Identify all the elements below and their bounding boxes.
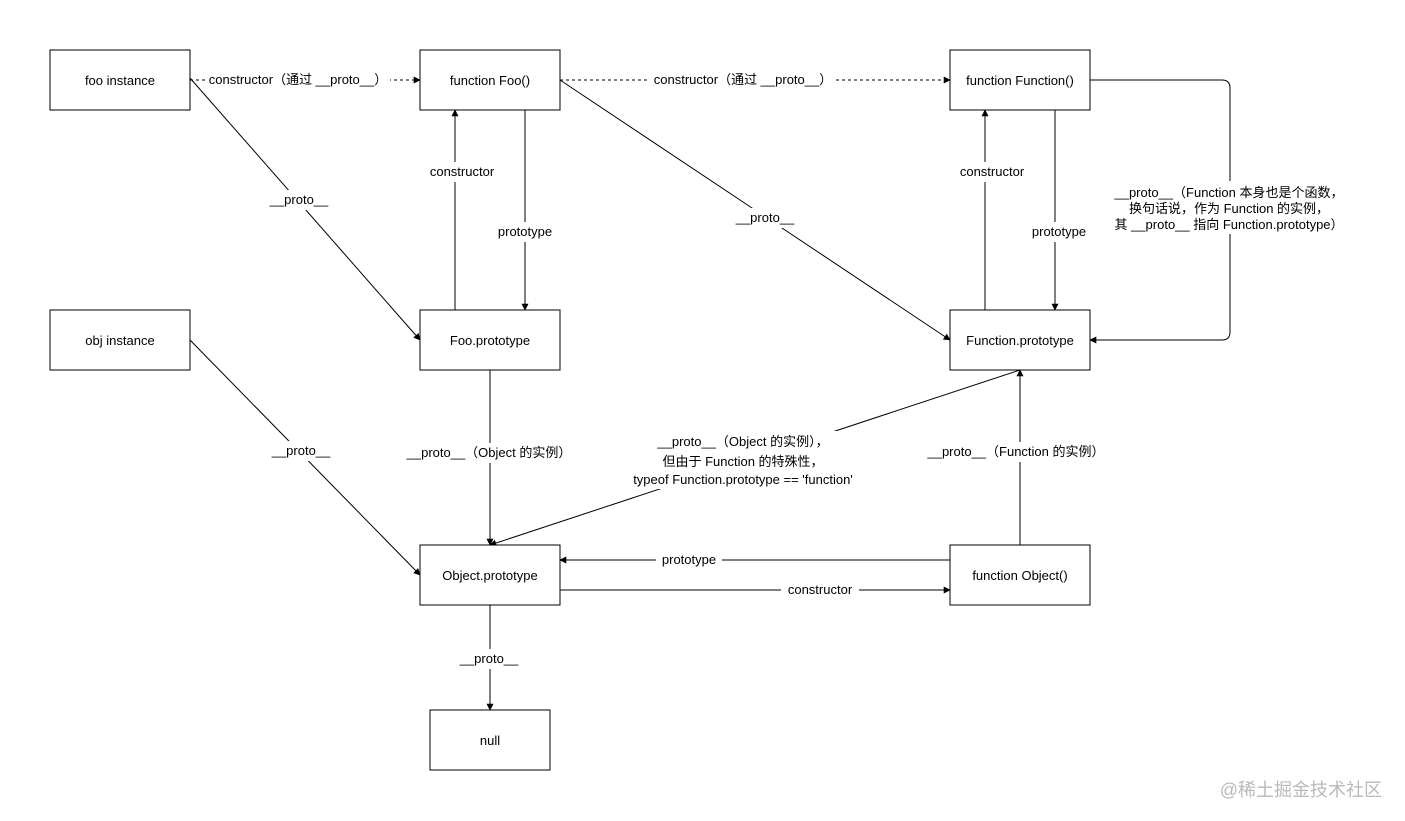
watermark-text: @稀土掘金技术社区: [1220, 780, 1382, 800]
label-foo-prototype-constructor-text: constructor: [430, 164, 495, 179]
label-foo-prototype-proto-text: __proto__（Object 的实例）: [406, 445, 572, 460]
node-object-prototype: Object.prototype: [419, 544, 561, 606]
node-function-prototype: Function.prototype: [949, 309, 1091, 371]
label-foo-instance-constructor-text: constructor（通过 __proto__）: [209, 72, 387, 87]
node-function-prototype-label: Function.prototype: [966, 333, 1074, 348]
label-object-prototype-proto-text: __proto__: [459, 651, 519, 666]
node-obj-instance: obj instance: [49, 309, 191, 371]
label-object-constructor-link: constructor: [781, 580, 859, 600]
label-function-prototype-proto: __proto__（Object 的实例）， 但由于 Function 的特殊性…: [618, 431, 868, 489]
label-object-constructor-link-text: constructor: [788, 582, 853, 597]
label-function-function-prototype: prototype: [1026, 222, 1092, 242]
node-function-function: function Function(): [949, 49, 1091, 111]
label-foo-prototype-proto: __proto__（Object 的实例）: [398, 443, 580, 463]
watermark: @稀土掘金技术社区: [1220, 780, 1382, 800]
label-foo-instance-constructor: constructor（通过 __proto__）: [205, 70, 390, 90]
label-foo-instance-proto: __proto__: [262, 190, 336, 210]
label-function-foo-prototype: prototype: [492, 222, 558, 242]
node-null: null: [429, 709, 551, 771]
node-function-object-label: function Object(): [972, 568, 1067, 583]
label-obj-instance-proto-text: __proto__: [271, 443, 331, 458]
label-function-function-prototype-text: prototype: [1032, 224, 1086, 239]
node-foo-prototype: Foo.prototype: [419, 309, 561, 371]
label-object-prototype-proto: __proto__: [452, 649, 526, 669]
label-function-self-proto: __proto__（Function 本身也是个函数， 换句话说，作为 Func…: [1103, 181, 1355, 234]
label-function-self-proto-line-2: 换句话说，作为 Function 的实例，: [1129, 201, 1329, 216]
node-function-function-label: function Function(): [966, 73, 1074, 88]
label-foo-instance-proto-text: __proto__: [269, 192, 329, 207]
label-function-foo-proto: __proto__: [728, 208, 802, 228]
label-function-self-proto-line-3: 其 __proto__ 指向 Function.prototype）: [1114, 217, 1343, 232]
label-function-foo-proto-text: __proto__: [735, 210, 795, 225]
label-function-foo-constructor: constructor（通过 __proto__）: [650, 70, 835, 90]
node-null-label: null: [480, 733, 500, 748]
label-function-prototype-constructor: constructor: [953, 162, 1031, 182]
label-obj-instance-proto: __proto__: [264, 441, 338, 461]
label-function-object-proto-text: __proto__（Function 的实例）: [926, 444, 1104, 459]
label-function-prototype-proto-line-1: __proto__（Object 的实例），: [656, 434, 828, 449]
node-obj-instance-label: obj instance: [85, 333, 154, 348]
label-function-prototype-proto-line-3: typeof Function.prototype == 'function': [633, 472, 853, 487]
label-object-prototype-link-text: prototype: [662, 552, 716, 567]
label-function-foo-prototype-text: prototype: [498, 224, 552, 239]
node-foo-prototype-label: Foo.prototype: [450, 333, 530, 348]
label-function-prototype-constructor-text: constructor: [960, 164, 1025, 179]
node-foo-instance: foo instance: [49, 49, 191, 111]
label-function-prototype-proto-line-2: 但由于 Function 的特殊性，: [662, 454, 823, 469]
label-object-prototype-link: prototype: [656, 550, 722, 570]
node-function-foo-label: function Foo(): [450, 73, 530, 88]
node-function-object: function Object(): [949, 544, 1091, 606]
label-foo-prototype-constructor: constructor: [423, 162, 501, 182]
label-function-foo-constructor-text: constructor（通过 __proto__）: [654, 72, 832, 87]
node-object-prototype-label: Object.prototype: [442, 568, 537, 583]
node-function-foo: function Foo(): [419, 49, 561, 111]
label-function-object-proto: __proto__（Function 的实例）: [919, 442, 1113, 462]
node-foo-instance-label: foo instance: [85, 73, 155, 88]
label-function-self-proto-line-1: __proto__（Function 本身也是个函数，: [1113, 185, 1343, 200]
